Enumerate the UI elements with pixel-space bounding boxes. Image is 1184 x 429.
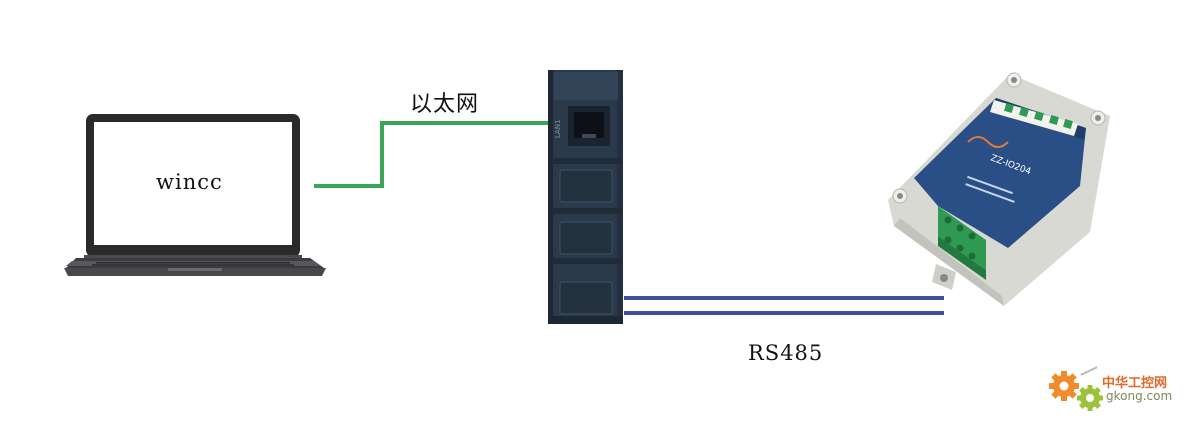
- ethernet-label: 以太网: [410, 92, 480, 117]
- io-module-icon: ZZ-IO204: [888, 72, 1110, 306]
- watermark-domain: gkong.com: [1106, 389, 1173, 403]
- computer-software-label: wincc: [156, 170, 223, 194]
- watermark-site-name: 中华工控网: [1102, 376, 1168, 391]
- ethernet-cable: [314, 121, 548, 188]
- laptop-screen: [94, 122, 292, 245]
- svg-text:LAN1: LAN1: [554, 119, 562, 138]
- din-rail-gateway-icon: LAN1: [548, 70, 623, 324]
- watermark: 中华工控网 gkong.com: [1048, 368, 1178, 414]
- gear-logo-icon: [1049, 366, 1103, 411]
- laptop-icon: [64, 114, 326, 276]
- rs485-cable: [624, 296, 944, 315]
- rs485-label: RS485: [748, 341, 824, 365]
